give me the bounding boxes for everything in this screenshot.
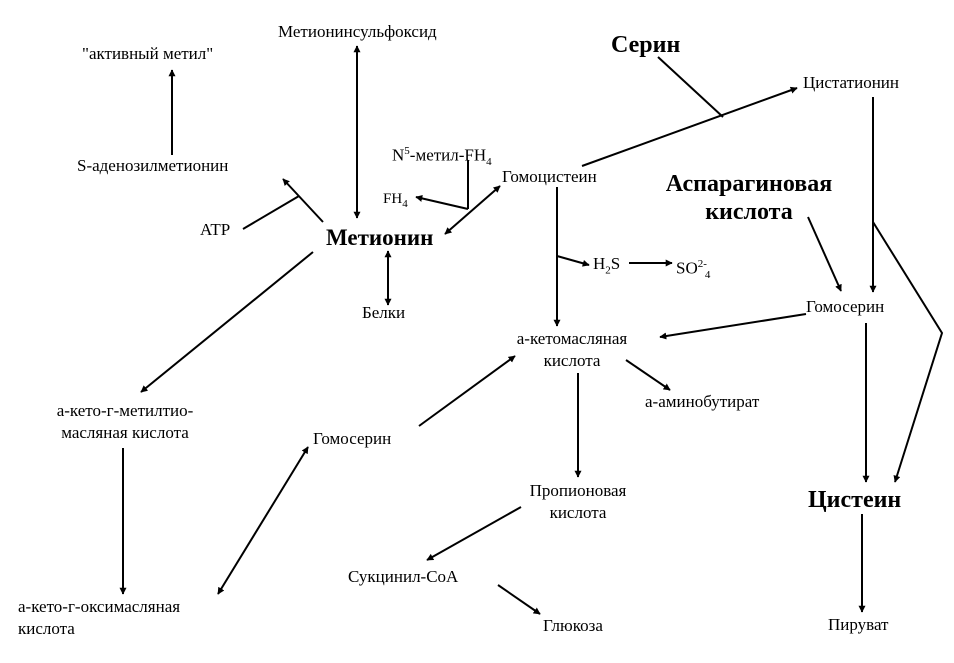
node-homocysteine: Гомоцистеин [502, 167, 597, 186]
node-pyruvate: Пируват [828, 615, 889, 634]
keto-oxybutyric-line1: а-кето-г-оксимасляная [18, 597, 181, 616]
node-methionine-sulfoxide: Метионинсульфоксид [278, 22, 437, 41]
line-atp-branch [242, 195, 300, 230]
node-s-adenosylmethionine: S-аденозилметионин [77, 156, 229, 175]
arrow-homoserine-right-ketobutyric [659, 313, 807, 340]
node-n5-methyl-fh4: N5-метил-FH4 [392, 140, 492, 173]
so4-sup: 2- [697, 258, 707, 270]
fh4-main: FH [383, 191, 403, 207]
arrow-h2s-branch [556, 255, 590, 267]
node-cysteine: Цистеин [808, 487, 902, 513]
line-homocysteine-cystathionine [581, 86, 798, 167]
node-active-methyl: "активный метил" [82, 44, 214, 63]
line-serine-branch [657, 56, 724, 118]
node-asparagine-acid: Аспарагиновая кислота [645, 170, 853, 226]
arrow-oxy-homoserine [217, 446, 309, 595]
h2s-sub: 2 [605, 264, 611, 277]
node-h2s: H2S [593, 253, 620, 281]
so4-sub: 4 [704, 269, 711, 282]
node-propionic-acid: Пропионовая кислота [508, 480, 648, 524]
asparagine-line1: Аспарагиновая [665, 171, 833, 197]
asparagine-line2: кислота [705, 199, 793, 225]
node-keto-oxybutyric-acid: а-кето-г-оксимасляная кислота [18, 596, 180, 640]
node-proteins: Белки [362, 303, 406, 322]
node-keto-methylthio-butyric: а-кето-г-метилтио- масляная кислота [30, 400, 220, 444]
arrow-propionic-succinyl [426, 506, 522, 561]
keto-methylthio-line2: масляная кислота [61, 423, 189, 442]
n5-rest: -метил-FH [409, 145, 487, 165]
ketobutyric-line1: а-кетомасляная [516, 329, 628, 348]
arrow-asparagine-homoserine [807, 216, 842, 292]
keto-methylthio-line1: а-кето-г-метилтио- [56, 401, 194, 420]
node-fh4: FH4 [383, 188, 408, 215]
node-ketobutyric-acid: а-кетомасляная кислота [497, 328, 647, 372]
node-glucose: Глюкоза [543, 616, 603, 635]
node-serine: Серин [611, 32, 681, 58]
keto-oxybutyric-line2: кислота [18, 619, 75, 638]
propionic-line1: Пропионовая [529, 481, 627, 500]
line-cystathionine-cysteine-branch [872, 221, 944, 483]
node-atp: ATP [200, 220, 231, 239]
arrow-methionine-sam [282, 178, 324, 223]
node-aminobutyrate: а-аминобутират [645, 392, 760, 411]
arrow-to-fh4 [415, 195, 469, 210]
n5-sub: 4 [486, 156, 492, 169]
arrow-homoserine-ketobutyric [418, 355, 516, 427]
node-so4: SO2-4 [676, 253, 710, 286]
ketobutyric-line2: кислота [543, 351, 601, 370]
n5-sup: 5 [404, 145, 410, 157]
arrow-ketobutyric-aminobutyrate [625, 359, 671, 391]
arrow-methionine-keto-methylthio [140, 251, 314, 393]
arrow-methionine-homocysteine [444, 185, 501, 235]
propionic-line2: кислота [549, 503, 607, 522]
node-homoserine-left: Гомосерин [313, 429, 392, 448]
node-succinyl-coa: Сукцинил-СоА [348, 567, 459, 586]
node-homoserine-right: Гомосерин [806, 297, 885, 316]
h2s-h: H [593, 254, 606, 273]
arrow-succinyl-glucose [497, 584, 541, 615]
fh4-sub: 4 [402, 198, 408, 210]
node-methionine: Метионин [326, 225, 434, 250]
n5-prefix: N [392, 145, 405, 165]
node-cystathionine: Цистатионин [803, 73, 899, 92]
h2s-s: S [610, 254, 621, 273]
so4-main: SO [676, 258, 698, 278]
